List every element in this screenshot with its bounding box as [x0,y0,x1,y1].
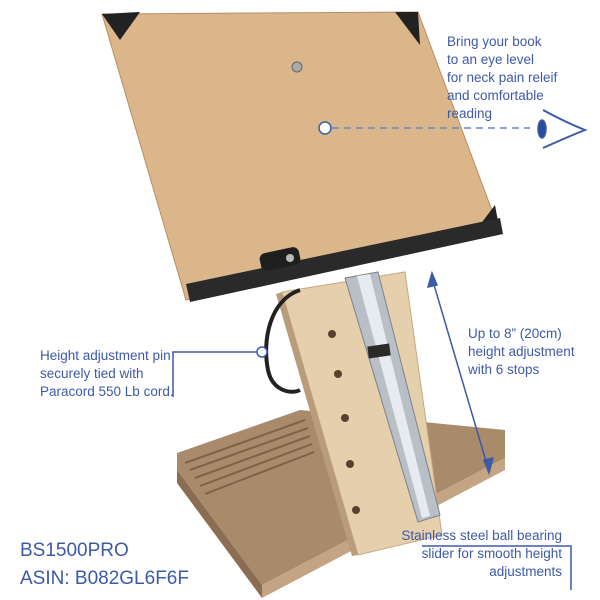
asin: ASIN: B082GL6F6F [20,568,189,589]
book-board [101,11,503,302]
annotation-lines [172,109,588,590]
ball-bearing-slider [344,271,441,523]
model-number: BS1500PRO [20,540,129,561]
height-pin-annotation: Height adjustment pin securely tied with… [40,348,174,399]
eye-level-annotation: Bring your book to an eye level for neck… [447,34,558,121]
paracord [264,288,301,394]
vertical-post [276,271,443,556]
slider-annotation: Stainless steel ball bearing slider for … [401,528,562,579]
height-range-annotation: Up to 8” (20cm) height adjustment with 6… [468,326,575,377]
